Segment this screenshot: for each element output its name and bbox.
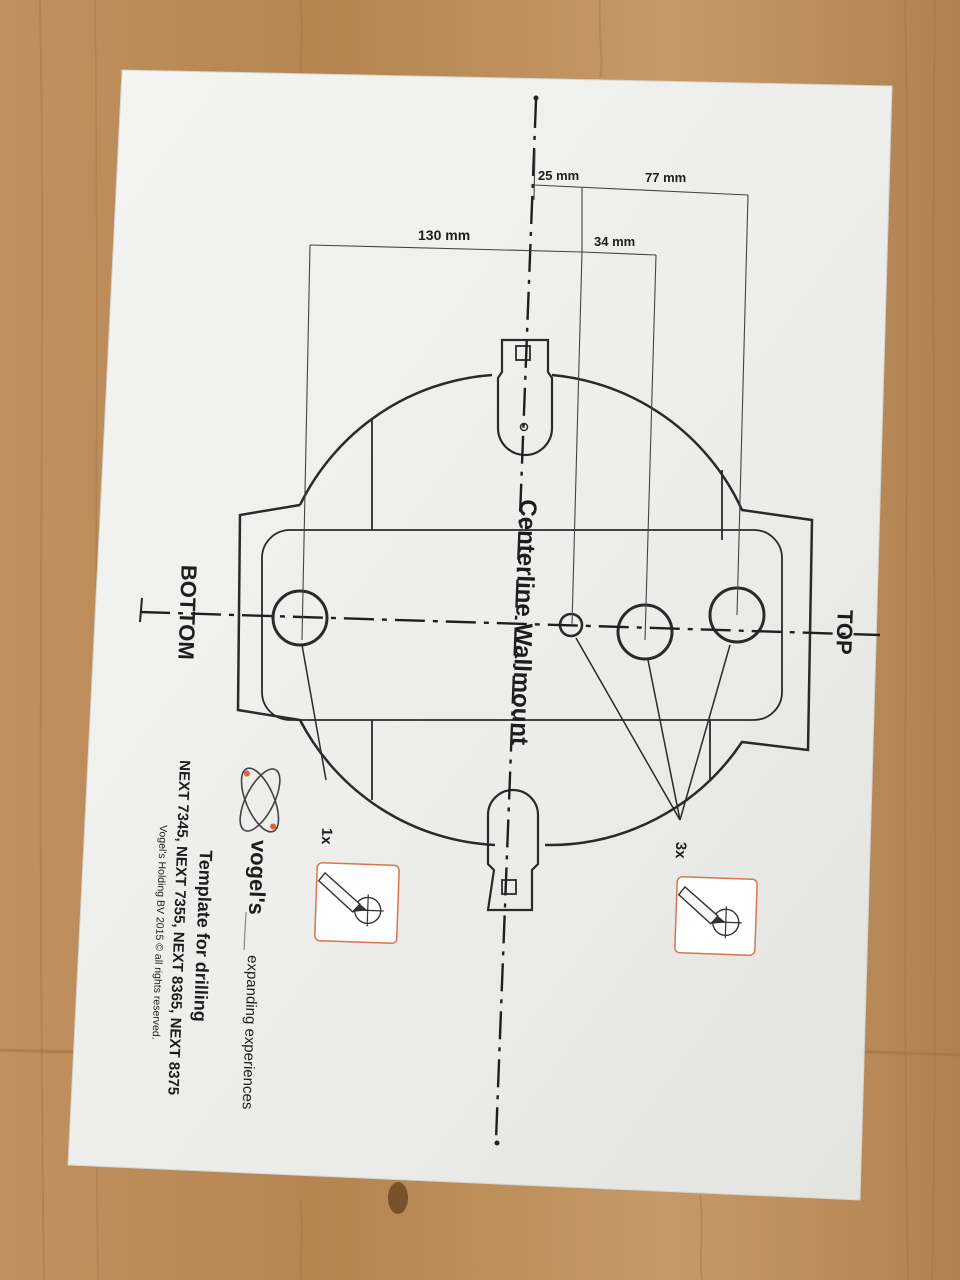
- logo-wordmark: vogel's: [244, 840, 272, 916]
- leader-arrows: [301, 637, 731, 821]
- dim-34-label: 34 mm: [594, 234, 635, 249]
- dim-130-label: 130 mm: [418, 227, 470, 243]
- top-slot: [496, 338, 554, 457]
- pencil-mark-icon: [314, 862, 400, 945]
- top-label: TOP: [831, 609, 858, 655]
- dim-77-label: 77 mm: [645, 170, 686, 185]
- bottom-slot: [486, 788, 540, 912]
- mount-inner-rect: [261, 529, 783, 721]
- brand-tagline: expanding experiences: [239, 955, 261, 1110]
- vogels-logo: vogel's: [239, 767, 281, 916]
- mount-outline: [236, 373, 814, 847]
- centerlines: [139, 99, 881, 1141]
- count-3x-label: 3x: [672, 842, 690, 860]
- logo-divider: [243, 911, 247, 951]
- pencil-mark-icon: [674, 876, 758, 956]
- hole-middle: [616, 603, 674, 661]
- count-1x-label: 1x: [318, 828, 336, 846]
- bottom-label: BOTTOM: [173, 564, 201, 660]
- dim-25-label: 25 mm: [538, 168, 579, 183]
- hole-top: [708, 586, 766, 644]
- dimension-lines: [301, 149, 749, 641]
- hole-bottom: [271, 589, 329, 647]
- wood-knot: [388, 1182, 408, 1214]
- drill-template: [236, 338, 814, 912]
